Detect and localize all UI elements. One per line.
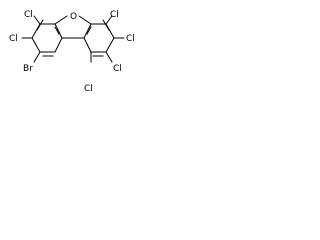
bromine-atom-label: Br	[23, 64, 33, 74]
bond	[36, 19, 44, 31]
chlorine-atom-label: Cl	[84, 84, 93, 94]
bond-lines	[21, 15, 125, 63]
bond	[83, 23, 92, 39]
bond	[102, 19, 110, 31]
chlorine-atom-label: Cl	[113, 64, 122, 74]
bond	[54, 15, 68, 25]
bond	[33, 51, 41, 63]
bond	[83, 37, 92, 53]
bond	[78, 15, 92, 25]
chlorine-atom-label: Cl	[110, 10, 119, 20]
oxygen-atom-label: O	[70, 12, 77, 22]
bond	[54, 37, 63, 53]
molecule-structure-diagram: O Cl Cl Br Cl Cl Cl Cl	[9, 10, 135, 94]
chlorine-atom-label: Cl	[126, 34, 135, 44]
bond	[33, 15, 41, 25]
bond	[86, 26, 92, 35]
chlorine-atom-label: Cl	[24, 10, 33, 20]
bond	[54, 23, 63, 39]
bond	[54, 26, 60, 35]
atom-labels: O Cl Cl Br Cl Cl Cl Cl	[9, 10, 135, 94]
bond	[105, 15, 113, 25]
bond	[31, 37, 41, 53]
bond	[105, 51, 113, 63]
chlorine-atom-label: Cl	[9, 34, 18, 44]
bond	[105, 37, 115, 53]
